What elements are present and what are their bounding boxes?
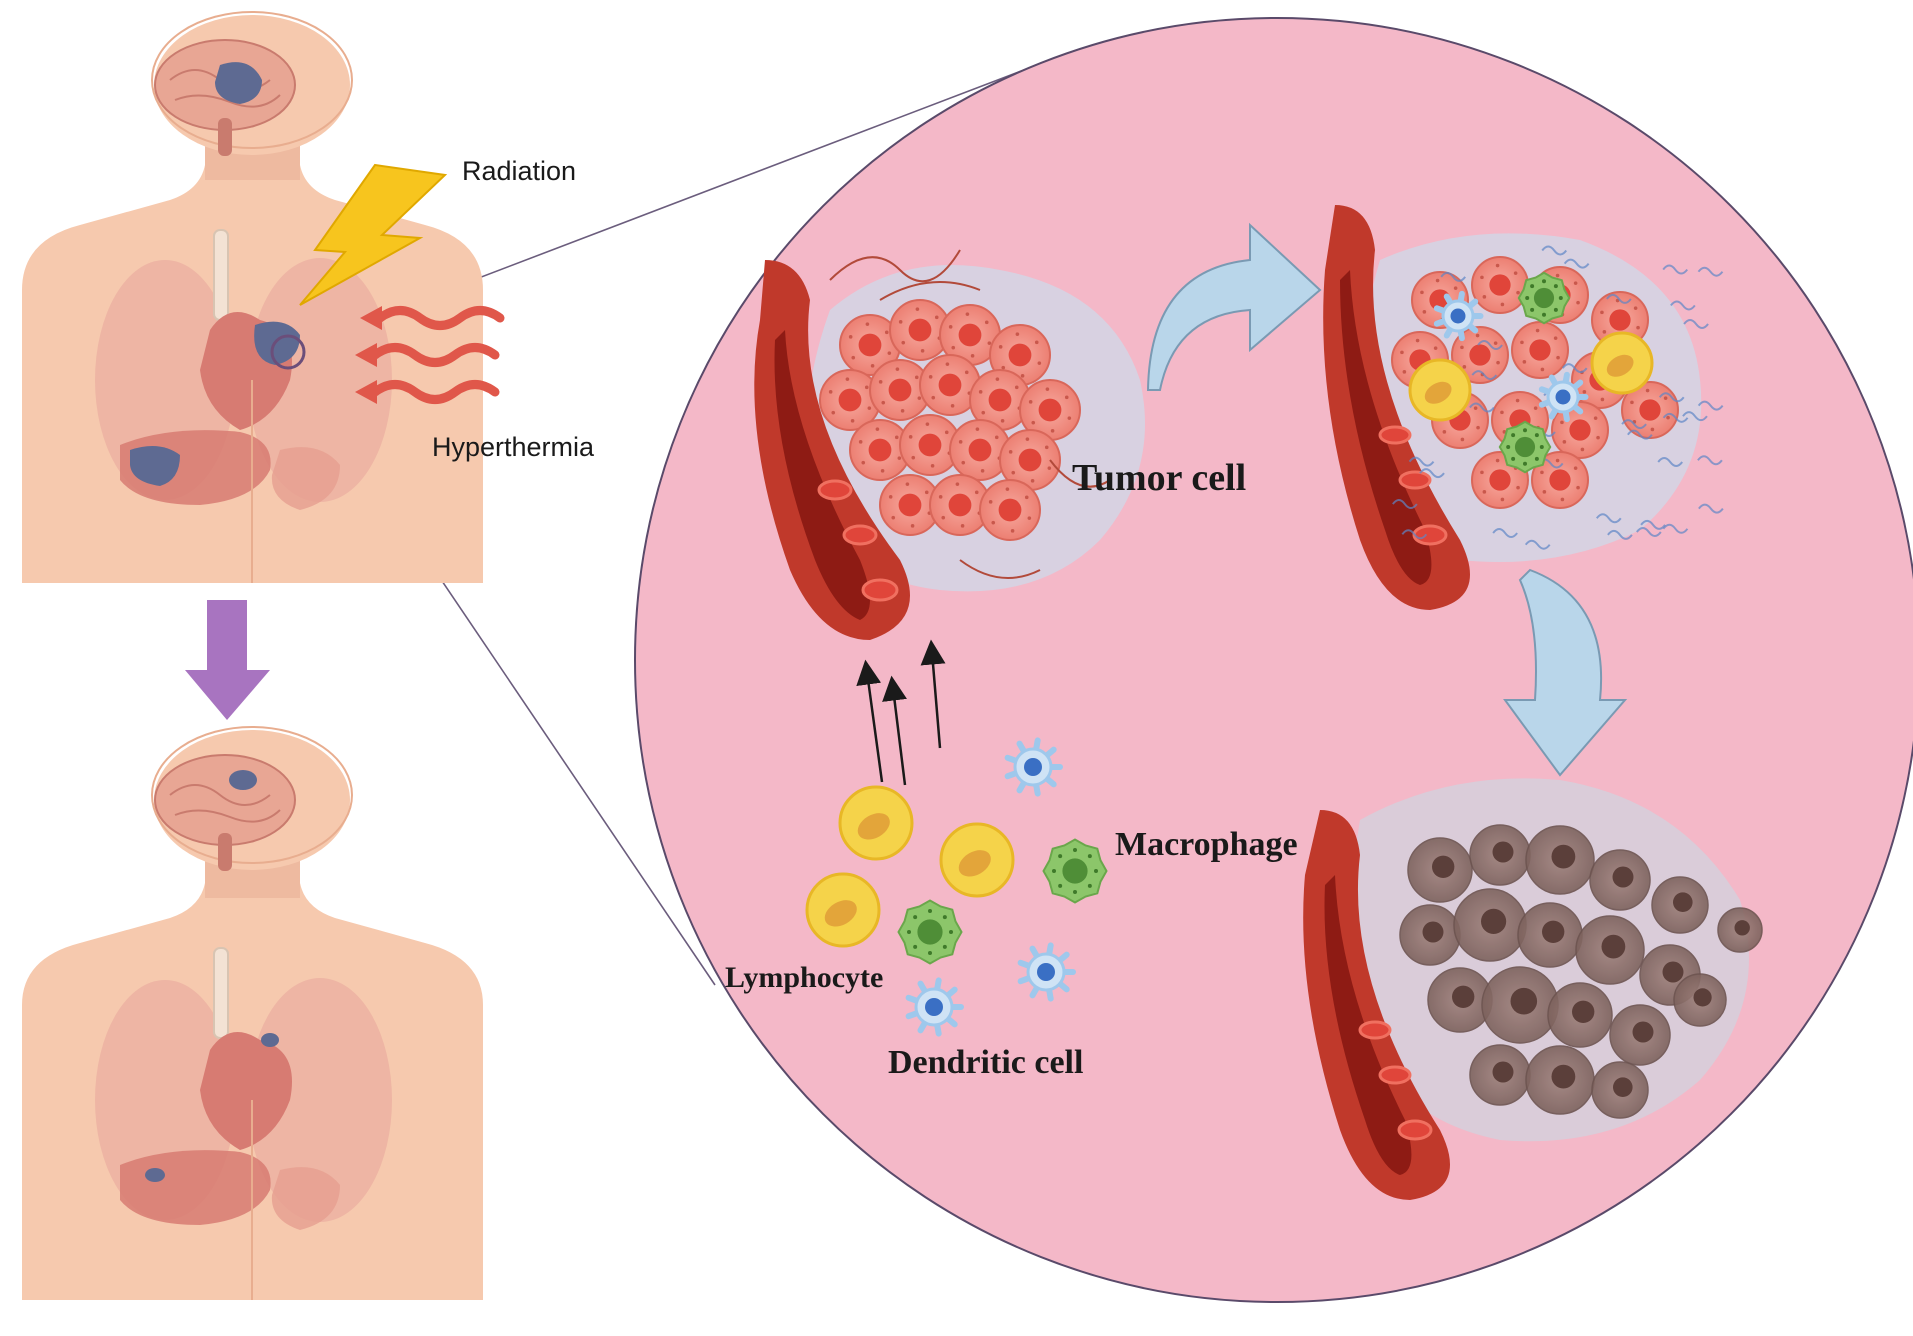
down-arrow-icon xyxy=(185,600,270,720)
macrophage-cell xyxy=(1519,273,1569,323)
lymphocyte-cell xyxy=(1410,360,1470,420)
radiation-label: Radiation xyxy=(462,156,576,186)
dendritic-cell-label: Dendritic cell xyxy=(888,1044,1083,1081)
macrophage-cell xyxy=(1044,840,1107,903)
lymphocyte-label: Lymphocyte xyxy=(725,961,883,994)
dead-cell xyxy=(1470,1045,1530,1105)
dead-cell xyxy=(1408,838,1472,902)
dead-cell xyxy=(1592,1062,1648,1118)
macrophage-cell xyxy=(899,901,962,964)
dead-cell xyxy=(1674,974,1726,1026)
tumor-cell xyxy=(1472,257,1528,313)
tumor-cell xyxy=(1512,322,1568,378)
upper-body-with-tumors-icon xyxy=(22,12,483,583)
lymphocyte-cell xyxy=(840,787,912,859)
dead-cell xyxy=(1400,905,1460,965)
lymphocyte-cell xyxy=(807,874,879,946)
dead-cell xyxy=(1652,877,1708,933)
tumor-microenvironment-circle xyxy=(635,18,1913,1302)
dead-cell xyxy=(1576,916,1644,984)
upper-body-after-treatment-icon xyxy=(22,727,483,1300)
tumor-cell xyxy=(980,480,1040,540)
dead-cell xyxy=(1590,850,1650,910)
dead-cell xyxy=(1526,1046,1594,1114)
macrophage-cell xyxy=(1500,422,1550,472)
dead-cell xyxy=(1610,1005,1670,1065)
dead-cell xyxy=(1718,908,1762,952)
dead-cell xyxy=(1518,903,1582,967)
macrophage-label: Macrophage xyxy=(1115,826,1298,863)
dead-cell xyxy=(1526,826,1594,894)
dead-cell xyxy=(1470,825,1530,885)
hyperthermia-label: Hyperthermia xyxy=(432,432,595,462)
dead-cell xyxy=(1548,983,1612,1047)
lymphocyte-cell xyxy=(1592,333,1652,393)
dead-cell xyxy=(1482,967,1558,1043)
dead-cell xyxy=(1454,889,1526,961)
tumor-cell-label: Tumor cell xyxy=(1072,457,1246,499)
lymphocyte-cell xyxy=(941,824,1013,896)
